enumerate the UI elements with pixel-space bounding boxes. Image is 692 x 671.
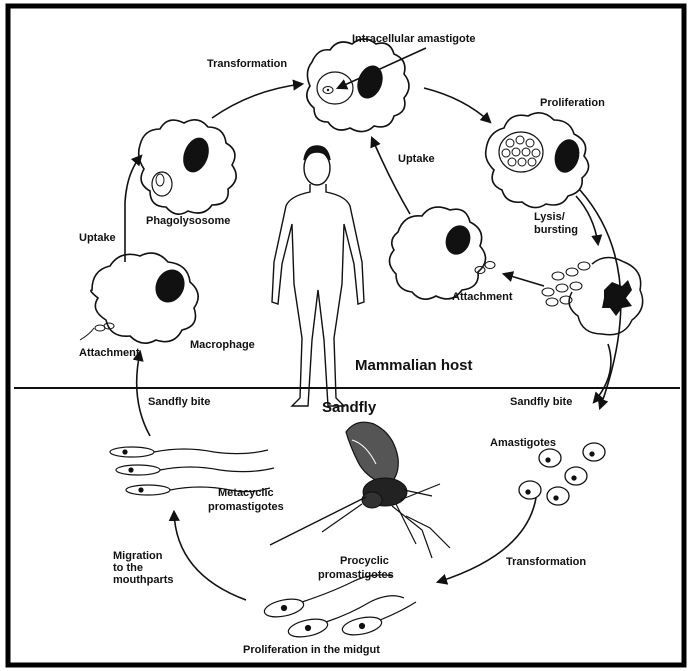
label-proliferation: Proliferation	[540, 97, 605, 109]
human-figure	[272, 146, 364, 406]
procyclic-promastigotes	[263, 575, 416, 640]
arrow-sandfly-bite-left	[137, 352, 150, 436]
label-amastigotes: Amastigotes	[490, 437, 556, 449]
label-attachment-right: Attachment	[452, 291, 513, 303]
label-metacyclic-2: promastigotes	[208, 501, 284, 513]
label-transformation-bottom: Transformation	[506, 556, 586, 568]
nucleus	[150, 265, 190, 308]
label-migration-2: to the	[113, 562, 143, 574]
macrophage-phagolysosome	[139, 120, 237, 214]
macrophage-bursting	[542, 257, 643, 334]
arrow-uptake-mid	[372, 138, 410, 214]
arrow-burst-to-bite	[594, 344, 611, 402]
arrow-migration	[174, 512, 246, 600]
label-lysis-1: Lysis/	[534, 211, 565, 223]
label-migration-3: mouthparts	[113, 574, 174, 586]
label-procyclic-2: promastigotes	[318, 569, 394, 581]
label-migration-1: Migration	[113, 550, 163, 562]
arrow-attachment-right	[504, 274, 544, 286]
macrophage-left	[80, 253, 198, 343]
amastigotes-group	[519, 443, 605, 505]
label-sandfly-bite-left: Sandfly bite	[148, 396, 210, 408]
arrow-lysis	[576, 196, 598, 244]
macrophage-center-right	[389, 207, 495, 299]
label-lysis-2: bursting	[534, 224, 578, 236]
label-mammalian-host: Mammalian host	[355, 357, 473, 374]
arrow-transformation	[212, 84, 302, 118]
label-uptake-left: Uptake	[79, 232, 116, 244]
label-sandfly: Sandfly	[322, 399, 377, 416]
label-sandfly-bite-right: Sandfly bite	[510, 396, 572, 408]
cycle-arrows	[125, 48, 621, 600]
label-metacyclic-1: Metacyclic	[218, 487, 274, 499]
sandfly-drawing	[270, 422, 450, 558]
nucleus	[442, 222, 475, 258]
label-macrophage: Macrophage	[190, 339, 255, 351]
arrow-uptake-left	[125, 156, 141, 262]
label-transformation-top: Transformation	[207, 58, 287, 70]
label-procyclic-1: Procyclic	[340, 555, 389, 567]
arrow-transformation-bottom	[438, 498, 536, 582]
macrophage-intracellular	[307, 39, 409, 132]
nucleus	[551, 136, 583, 175]
label-attachment-left: Attachment	[79, 347, 140, 359]
macrophage-proliferation	[486, 113, 589, 208]
label-intracellular-amastigote: Intracellular amastigote	[352, 33, 476, 45]
nucleus	[179, 134, 214, 176]
label-uptake-mid: Uptake	[398, 153, 435, 165]
label-proliferation-midgut: Proliferation in the midgut	[243, 644, 380, 656]
label-phagolysosome: Phagolysosome	[146, 215, 230, 227]
arrow-to-proliferation	[424, 88, 490, 122]
